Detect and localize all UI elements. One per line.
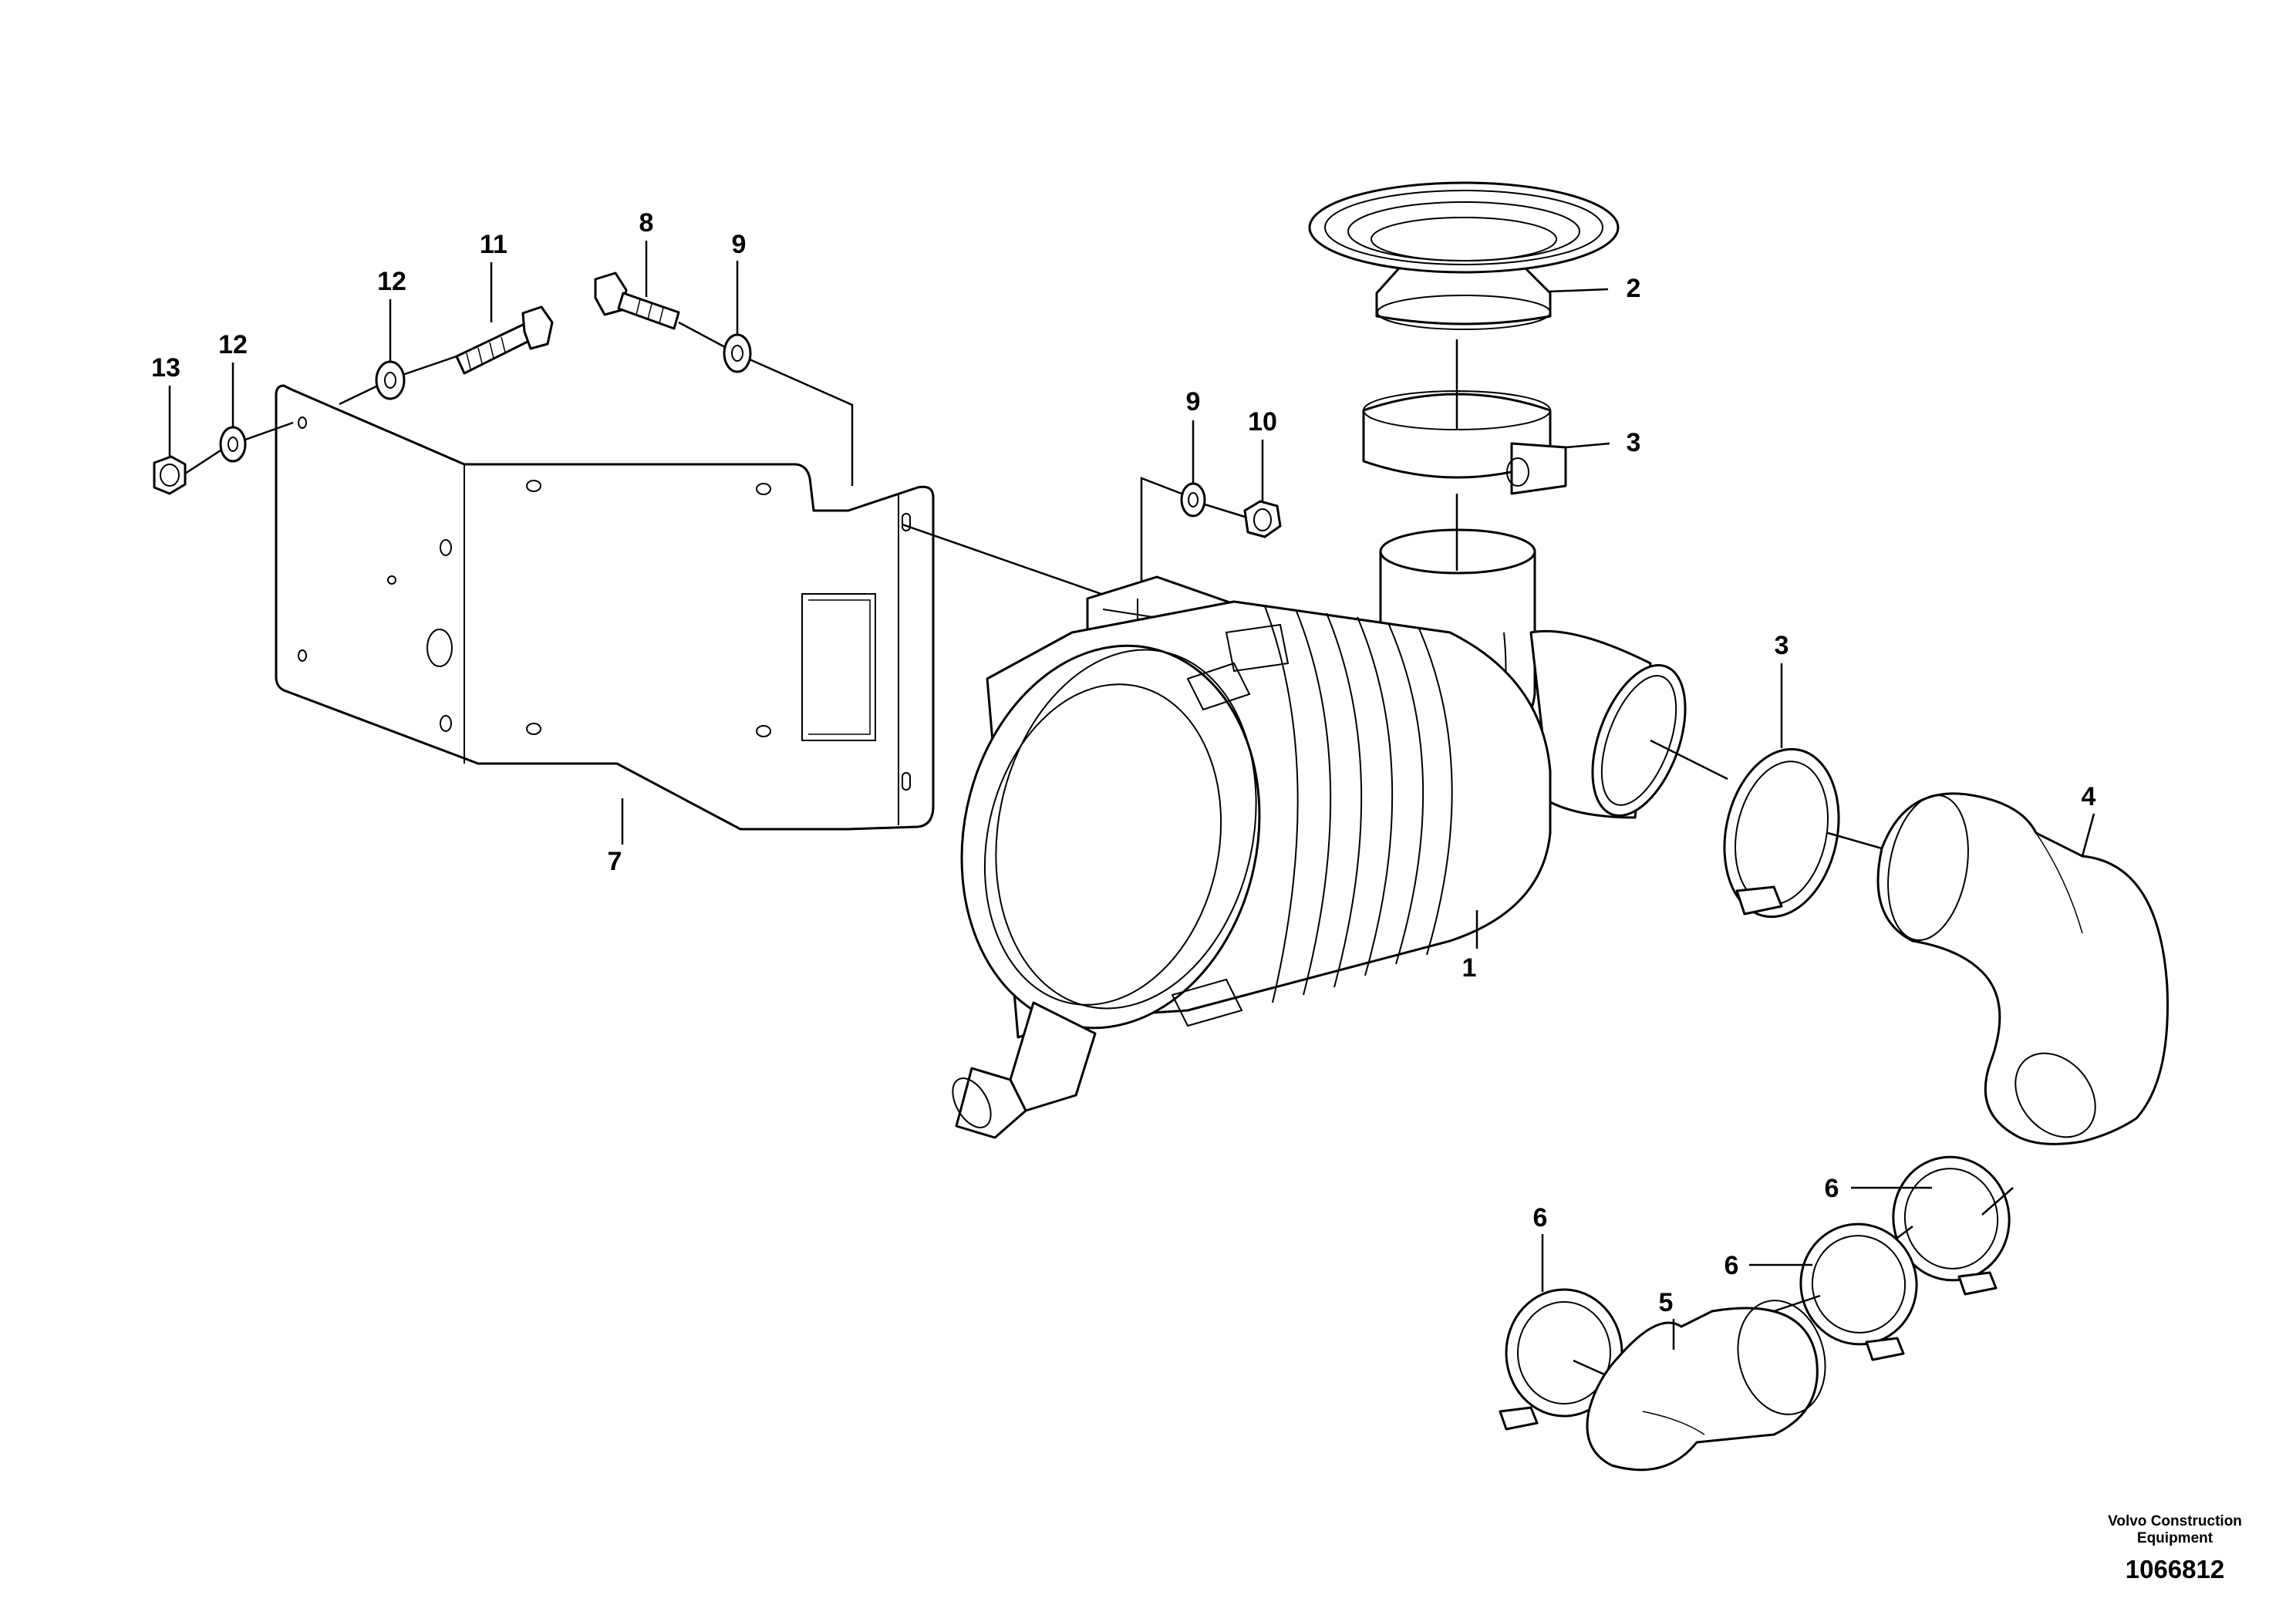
- washer-9-right: [1180, 482, 1206, 518]
- washer-12-left: [219, 426, 247, 463]
- hex-nut-10: [1243, 500, 1282, 538]
- callout-4: 4: [2082, 782, 2096, 811]
- callout-2: 2: [1627, 274, 1641, 303]
- callout-3-top: 3: [1627, 428, 1641, 457]
- air-filter-housing: [952, 528, 1687, 1139]
- callout-9-top: 9: [732, 230, 747, 259]
- elbow-hose-lower: [1586, 1300, 1826, 1472]
- callout-1: 1: [1462, 953, 1477, 983]
- callout-12-left: 12: [218, 330, 248, 359]
- pre-cleaner-cap: [1308, 181, 1620, 330]
- hose-clamp-top: [1362, 339, 1567, 571]
- mounting-bracket: [275, 384, 935, 831]
- callout-6-right: 6: [1825, 1174, 1839, 1203]
- bolt-8: [594, 271, 680, 330]
- assembly-lines-hardware: [184, 321, 1246, 600]
- hose-clamp-6-left: [1499, 1288, 1623, 1431]
- callout-3-side: 3: [1775, 631, 1789, 660]
- callout-6-left: 6: [1533, 1203, 1548, 1233]
- callout-12-right: 12: [377, 267, 406, 296]
- callout-10: 10: [1248, 407, 1277, 437]
- callout-7: 7: [608, 847, 622, 876]
- hose-clamp-6-middle: [1773, 1222, 1918, 1361]
- callout-9-right: 9: [1186, 387, 1201, 416]
- bolt-11: [455, 305, 554, 375]
- elbow-hose-upper: [1827, 792, 2169, 1145]
- callout-6-middle: 6: [1725, 1251, 1739, 1280]
- callouts: 13 12 12 11 8 9 9 10 7 2 3 3 4 1 6 6 6 5: [151, 208, 2095, 1317]
- manufacturer-name-line2: Equipment: [2137, 1530, 2213, 1546]
- callout-11: 11: [480, 230, 507, 259]
- footer: Volvo Construction Equipment 1066812: [2108, 1513, 2242, 1583]
- hose-clamp-side: [1650, 739, 1840, 919]
- callout-leader-lines: [168, 241, 2095, 1350]
- washer-9-top: [723, 333, 752, 373]
- callout-13: 13: [151, 353, 180, 383]
- hex-nut-13: [153, 455, 187, 495]
- drawing-reference-number: 1066812: [2126, 1555, 2224, 1583]
- callout-8: 8: [639, 208, 654, 238]
- manufacturer-name: Volvo Construction: [2108, 1513, 2242, 1529]
- washer-12-right: [375, 360, 406, 400]
- callout-5: 5: [1659, 1288, 1674, 1317]
